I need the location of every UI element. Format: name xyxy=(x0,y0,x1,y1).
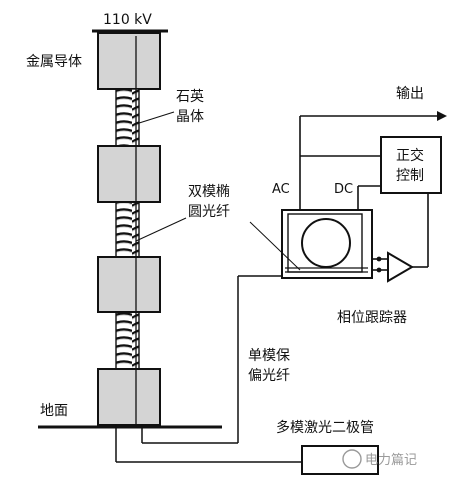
voltage-label: 110 kV xyxy=(103,12,152,28)
dc-label: DC xyxy=(334,182,353,197)
single-mode-label-line2: 偏光纤 xyxy=(248,368,290,384)
metal-conductor-label: 金属导体 xyxy=(26,54,82,70)
watermark-text: 电力篇记 xyxy=(365,453,417,468)
crystal-block-2 xyxy=(97,256,161,313)
quadrature-label-line2: 控制 xyxy=(396,168,424,184)
leader-detector xyxy=(249,221,301,271)
quadrature-label-line1: 正交 xyxy=(396,147,424,164)
junction-dot-2 xyxy=(376,267,382,273)
single-mode-label-line1: 单模保 xyxy=(248,348,290,364)
ac-label: AC xyxy=(272,182,290,197)
bottom-metal-block xyxy=(97,368,161,426)
watermark-icon xyxy=(342,449,362,469)
junction-dot-1 xyxy=(376,256,382,262)
amplifier-triangle-icon xyxy=(387,251,414,283)
output-arrow-icon xyxy=(437,111,447,121)
leader-dual-mode xyxy=(135,217,187,242)
dual-mode-label-line1: 双模椭 xyxy=(188,184,230,200)
detector-coil-circle xyxy=(301,218,351,268)
phase-tracker-label: 相位跟踪器 xyxy=(337,310,407,326)
quartz-label-line2: 晶体 xyxy=(176,109,204,125)
ground-label: 地面 xyxy=(40,403,68,419)
crystal-block-1 xyxy=(97,145,161,203)
quartz-label-line1: 石英 xyxy=(176,88,204,105)
laser-diode-box xyxy=(301,445,379,475)
quadrature-control-box xyxy=(380,136,442,194)
laser-diode-label: 多模激光二极管 xyxy=(276,419,374,436)
watermark: 电力篇记 xyxy=(342,449,417,469)
output-label: 输出 xyxy=(396,86,424,102)
dual-mode-label-line2: 圆光纤 xyxy=(188,204,230,220)
top-metal-block xyxy=(97,32,161,90)
leader-quartz xyxy=(135,111,175,125)
